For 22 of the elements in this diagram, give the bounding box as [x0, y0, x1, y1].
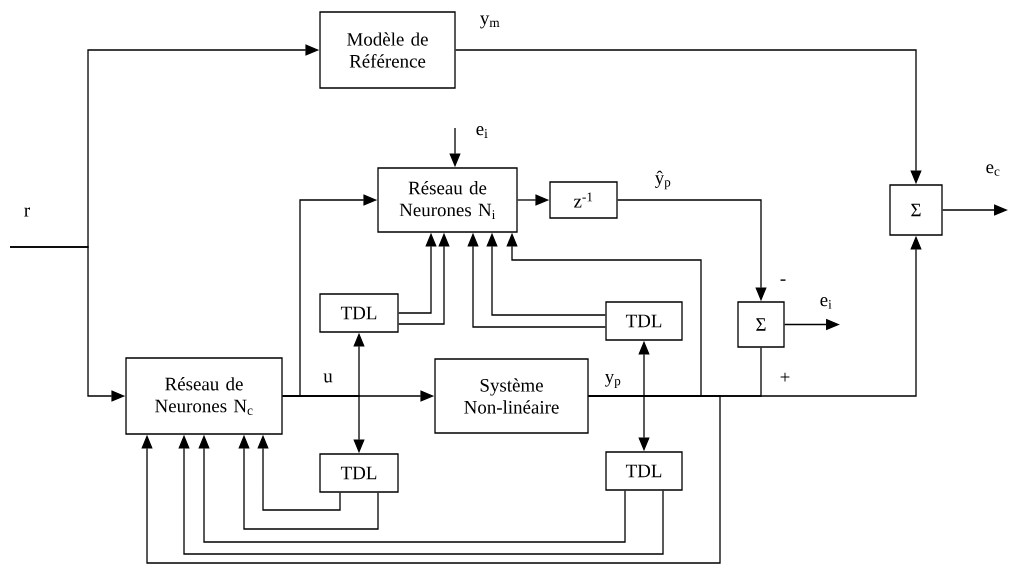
edge-label: ŷ$_{p}$: [653, 169, 673, 191]
block-box: Système Non-linéaire: [434, 358, 589, 434]
block-box: Réseau de Neurones N$_{i}$: [377, 167, 518, 233]
edge-label: r: [22, 206, 32, 218]
arrow: [141, 395, 721, 564]
block-box: Réseau de Neurones N$_{c}$: [125, 357, 283, 435]
block-box: z$^{-1}$: [549, 181, 618, 219]
edge-label: e$_{i}$: [818, 296, 834, 310]
edge-label: y$_{p}$: [603, 372, 623, 390]
block-box: TDL: [605, 301, 683, 341]
sign-label: -: [780, 279, 786, 281]
block-box: TDL: [319, 293, 399, 333]
block-box: TDL: [605, 451, 683, 491]
block-box: TDL: [319, 453, 399, 493]
edge-label: e$_{c}$: [984, 163, 1002, 177]
block-box: Modèle de Référence: [319, 11, 456, 89]
sign-label: +: [780, 372, 790, 382]
edge-label: e$_{i}$: [474, 125, 490, 139]
edge-label: y$_{m}$: [478, 14, 502, 30]
edge-label: u: [322, 372, 334, 384]
summing-junction: Σ: [889, 184, 943, 236]
summing-junction: Σ: [737, 301, 785, 348]
